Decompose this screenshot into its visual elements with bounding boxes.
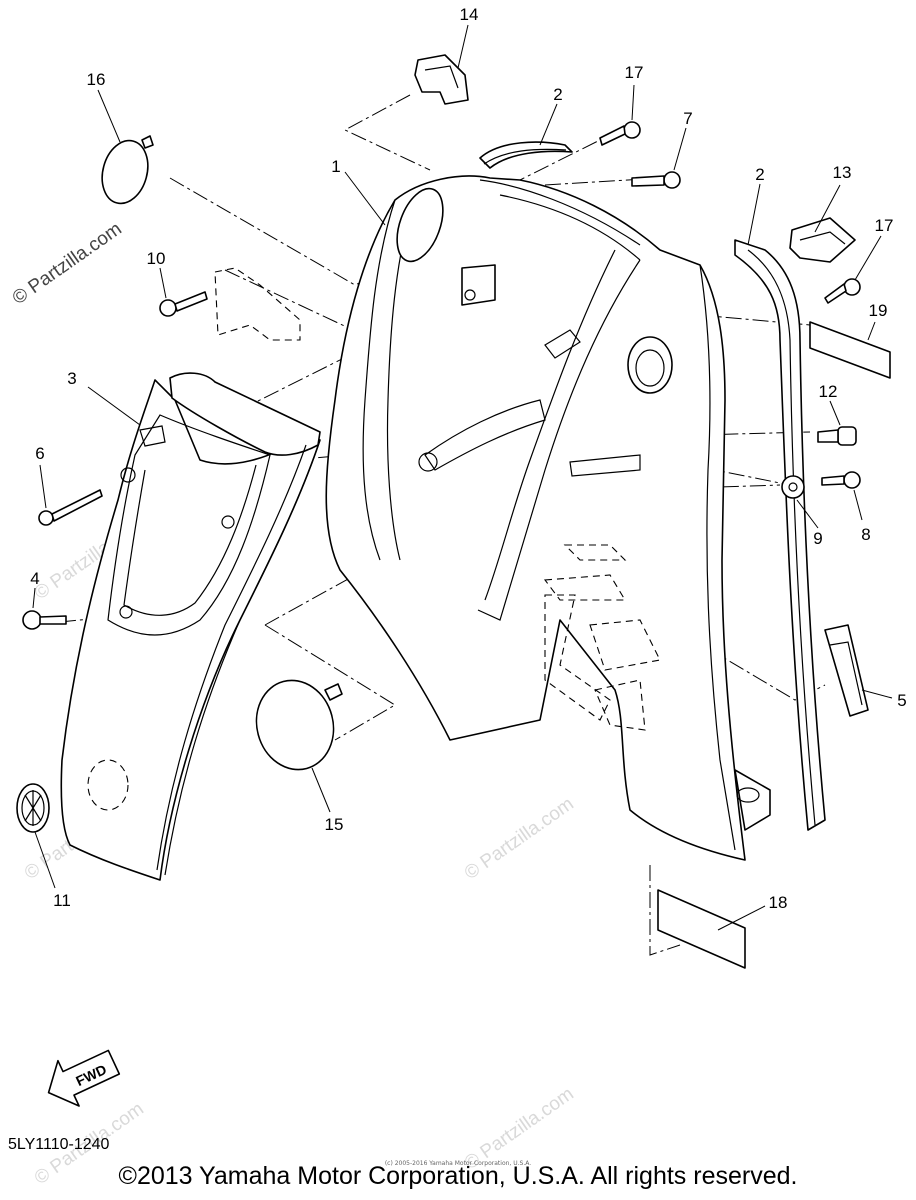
callout-7: 7 [683,109,692,128]
callout-16: 16 [87,70,106,89]
screw-12 [817,426,857,446]
label-19 [809,321,891,379]
label-18 [657,889,746,969]
inner-panel [60,372,321,881]
diagram-code: 5LY1110-1240 [8,1136,110,1153]
callout-2: 2 [755,165,764,184]
callout-11: 11 [53,891,71,910]
screw-6 [38,489,103,526]
chain-line [659,619,826,701]
callout-14: 14 [460,5,479,24]
fwd-arrow-icon [47,1049,121,1107]
watermark-main: © Partzilla.com [9,218,126,309]
callout-4: 4 [30,569,39,588]
callout-9: 9 [813,529,822,548]
screws [22,121,861,630]
copyright-notice: ©2013 Yamaha Motor Corporation, U.S.A. A… [118,1162,798,1190]
callout-17: 17 [875,216,894,235]
leg-shield-body [325,175,771,861]
callout-12: 12 [819,382,838,401]
callout-2: 2 [553,85,562,104]
leader-lines [32,24,893,931]
callout-13: 13 [833,163,852,182]
chain-line [649,865,681,956]
trim-strip-side [734,239,826,831]
bracket-14 [414,54,469,105]
callout-labels: 1 2 2 3 4 5 6 7 8 9 10 11 12 13 14 15 16… [30,5,906,912]
callout-8: 8 [861,525,870,544]
cap-11 [16,783,50,833]
callout-5: 5 [897,691,906,710]
callout-3: 3 [67,369,76,388]
callout-6: 6 [35,444,44,463]
lid-16 [101,135,154,205]
screw-8 [821,471,861,489]
chain-line [264,624,396,741]
screw-7 [631,171,681,189]
watermark: © Partzilla.com [461,793,578,884]
callout-1: 1 [331,157,340,176]
callout-15: 15 [325,815,344,834]
fwd-arrow: FWD [47,1049,121,1107]
grommet-9 [781,475,805,499]
screw-17-left [599,121,641,146]
grommet-block [824,624,869,717]
screw-10 [159,291,208,317]
screw-4 [22,610,67,630]
callout-19: 19 [869,301,888,320]
lid-15 [255,679,343,771]
trim-strip-top [479,141,573,169]
clip-13 [789,217,856,263]
small-copyright: (c) 2005-2016 Yamaha Motor Corporation, … [384,1160,532,1167]
bracket-10 [214,267,301,341]
callout-17: 17 [625,63,644,82]
chain-line [509,139,601,186]
callout-10: 10 [147,249,166,268]
callout-18: 18 [769,893,788,912]
chain-line [343,94,431,171]
screw-17-right [824,278,861,304]
